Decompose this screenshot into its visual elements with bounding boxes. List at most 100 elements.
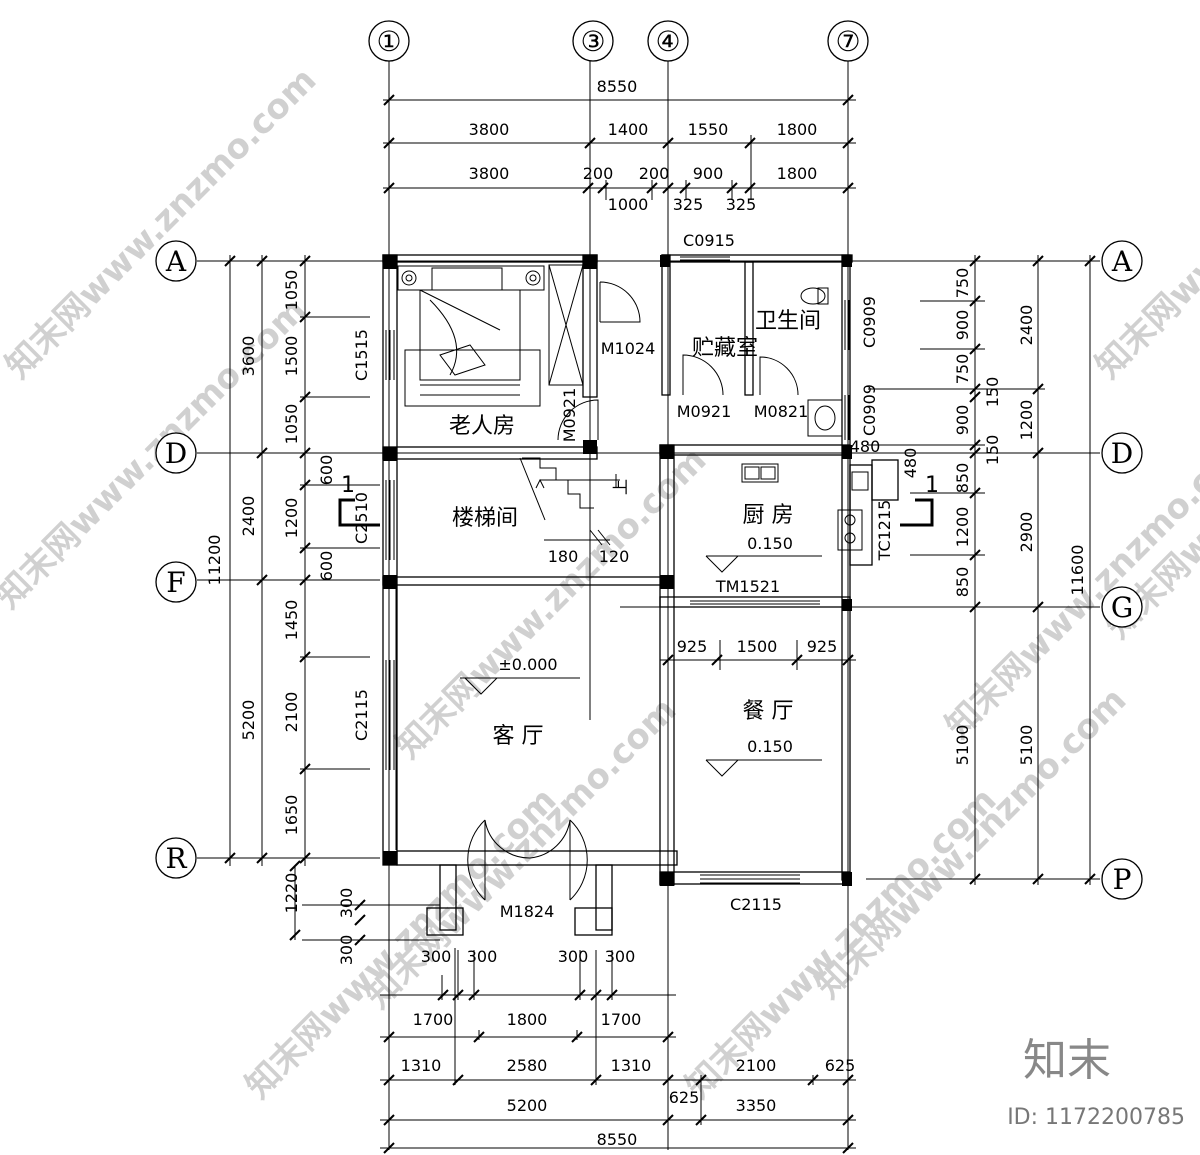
dim-dining: 925: [807, 637, 838, 656]
level-markers: [460, 555, 822, 777]
dim-bottom-row3: 5200: [507, 1096, 548, 1115]
dim-dining: 925: [677, 637, 708, 656]
dim-right-inner: 900: [953, 405, 972, 436]
dim-right-inner: 750: [953, 354, 972, 385]
extension-lines: [300, 135, 1045, 1125]
label-c0909-basin: C0909: [860, 384, 879, 436]
label-c0915: C0915: [683, 231, 735, 250]
axis-label: A: [1111, 245, 1133, 278]
section-1-right: 1: [925, 473, 939, 498]
dim-top-row2: 200: [639, 164, 670, 183]
room-stair: 楼梯间: [452, 506, 518, 531]
toilet-icon: [800, 287, 843, 437]
dim-top-row2: 3800: [469, 164, 510, 183]
brand-id: ID: 1172200785: [1007, 1105, 1185, 1130]
dimension-lines: [229, 99, 1091, 1149]
room-living: 客 厅: [493, 724, 544, 749]
dim-top-row3: 325: [726, 195, 757, 214]
axis-label: A: [165, 245, 187, 278]
dim-bottom-row1: 1700: [413, 1010, 454, 1029]
dim-right-inner: 150: [983, 435, 1002, 466]
axis-label: F: [166, 566, 185, 599]
label-m0921-storage: M0921: [677, 402, 732, 421]
label-c2510: C2510: [352, 492, 371, 544]
label-m1824: M1824: [500, 902, 555, 921]
dim-stair: 120: [599, 547, 630, 566]
dim-dining: 1500: [737, 637, 778, 656]
axis-bubble: [1101, 240, 1143, 282]
dim-bottom-row2: 2580: [507, 1056, 548, 1075]
dim-left-porch: 300: [337, 935, 356, 966]
dim-bottom-row2: 2100: [736, 1056, 777, 1075]
dim-right-mid: 2400: [1017, 305, 1036, 346]
columns: [383, 255, 852, 886]
dim-kitchen-small: 480: [850, 437, 881, 456]
axis-bubble: [155, 561, 197, 603]
dim-left-inner: 2100: [282, 692, 301, 733]
dim-top-row1: 1400: [608, 120, 649, 139]
dim-left-inner: 1500: [282, 336, 301, 377]
label-tm1521: TM1521: [715, 577, 780, 596]
dim-bottom-row2: 1310: [611, 1056, 652, 1075]
dim-top-row1: 3800: [469, 120, 510, 139]
dim-top-row2: 1800: [777, 164, 818, 183]
dim-bottom-row3: 3350: [736, 1096, 777, 1115]
axis-label: P: [1113, 863, 1132, 896]
axis-label: G: [1111, 591, 1133, 624]
label-c2115-dining: C2115: [730, 895, 782, 914]
dim-bottom-row3: 625: [669, 1088, 700, 1107]
section-1-left: 1: [341, 473, 355, 498]
room-storage: 贮藏室: [692, 336, 758, 361]
section-marks: [338, 498, 934, 527]
dim-left-mid: 3600: [239, 336, 258, 377]
dim-left-inner: 1050: [282, 270, 301, 311]
dim-top-row3: 1000: [608, 195, 649, 214]
watermark: 知末网www.znzmo.com: [1088, 60, 1200, 386]
axis-bubble: [1101, 586, 1143, 628]
dim-right-inner: 1200: [953, 507, 972, 548]
dim-kitchen-small: 480: [901, 448, 920, 479]
room-bath: 卫生间: [755, 309, 821, 334]
dim-right-outer: 11600: [1068, 545, 1087, 596]
dim-left-inner: 1050: [282, 404, 301, 445]
room-kitchen: 厨 房: [743, 503, 794, 528]
doors: [467, 281, 799, 901]
dim-left-inner: 1200: [282, 498, 301, 539]
axis-label: ⑦: [835, 25, 860, 58]
axis-label: D: [1111, 437, 1133, 470]
dim-right-inner: 150: [983, 377, 1002, 408]
axis-label: D: [165, 437, 187, 470]
label-tc1215: TC1215: [875, 500, 894, 562]
dim-bottom-row1: 1700: [601, 1010, 642, 1029]
wardrobe-icon: [548, 264, 584, 386]
axis-bubbles: [155, 20, 1143, 900]
level-dining: 0.150: [747, 737, 793, 756]
dim-top-total: 8550: [597, 77, 638, 96]
axis-bubble: [368, 20, 410, 62]
dim-left-mid: 5200: [239, 700, 258, 741]
label-m0821: M0821: [754, 402, 809, 421]
axis-bubble: [155, 432, 197, 474]
axis-label: ③: [580, 25, 605, 58]
label-m1024: M1024: [601, 339, 656, 358]
room-elder: 老人房: [449, 414, 515, 439]
dim-right-mid: 2900: [1017, 512, 1036, 553]
dim-bottom-total: 8550: [597, 1130, 638, 1149]
dim-left-mid: 2400: [239, 496, 258, 537]
dim-bottom-row2: 625: [825, 1056, 856, 1075]
axis-bubble: [155, 837, 197, 879]
axis-label: ①: [376, 25, 401, 58]
axis-label: ④: [655, 25, 680, 58]
dim-right-mid: 5100: [1017, 725, 1036, 766]
dim-bottom-row0: 300: [421, 947, 452, 966]
label-c2115-living: C2115: [352, 689, 371, 741]
dim-left-inner: 600: [317, 551, 336, 582]
dim-right-mid: 1200: [1017, 400, 1036, 441]
axis-bubble: [827, 20, 869, 62]
stove-icon: [837, 509, 863, 551]
dim-top-row2: 200: [583, 164, 614, 183]
dim-left-porch: 1220: [282, 873, 301, 914]
stair-icon: [519, 457, 620, 546]
dim-right-inner: 850: [953, 567, 972, 598]
